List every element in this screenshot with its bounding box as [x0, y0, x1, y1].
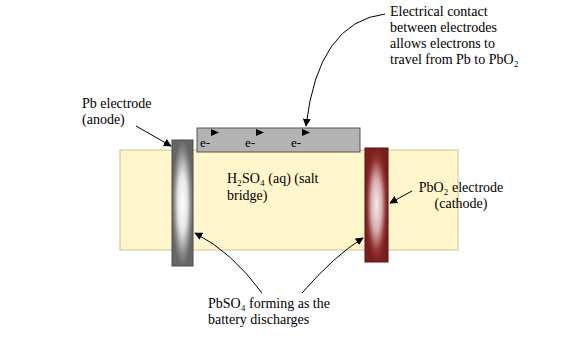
electron-arrowhead [302, 129, 310, 136]
pbo2-electrode [365, 148, 388, 262]
electrolyte-box: H₂SO₄ (aq) (salt bridge) [120, 150, 458, 250]
electron-arrowhead [211, 129, 219, 136]
pb-electrode [172, 140, 193, 266]
contact-bar [197, 128, 360, 152]
leader-line [195, 233, 262, 293]
callout-note: PbSO₄ forming as the battery discharges [208, 296, 360, 328]
part-label: Pb electrode (anode) [82, 96, 174, 128]
part-label: PbO₂ electrode (cathode) [404, 180, 518, 212]
electron-symbol: e- [291, 136, 301, 150]
callout-note: Electrical contact between electrodes al… [390, 4, 528, 68]
electrolyte-container [120, 150, 458, 250]
leader-line [390, 191, 412, 203]
region-label: H₂SO₄ (aq) (salt bridge) [227, 170, 319, 204]
leader-line [306, 14, 385, 126]
leader-line [302, 238, 363, 293]
contact-bar: e-e-e- [197, 128, 360, 152]
electron-symbol: e- [200, 136, 210, 150]
electron-arrowhead [256, 129, 264, 136]
electron-symbol: e- [245, 136, 255, 150]
leader-line [136, 126, 171, 146]
